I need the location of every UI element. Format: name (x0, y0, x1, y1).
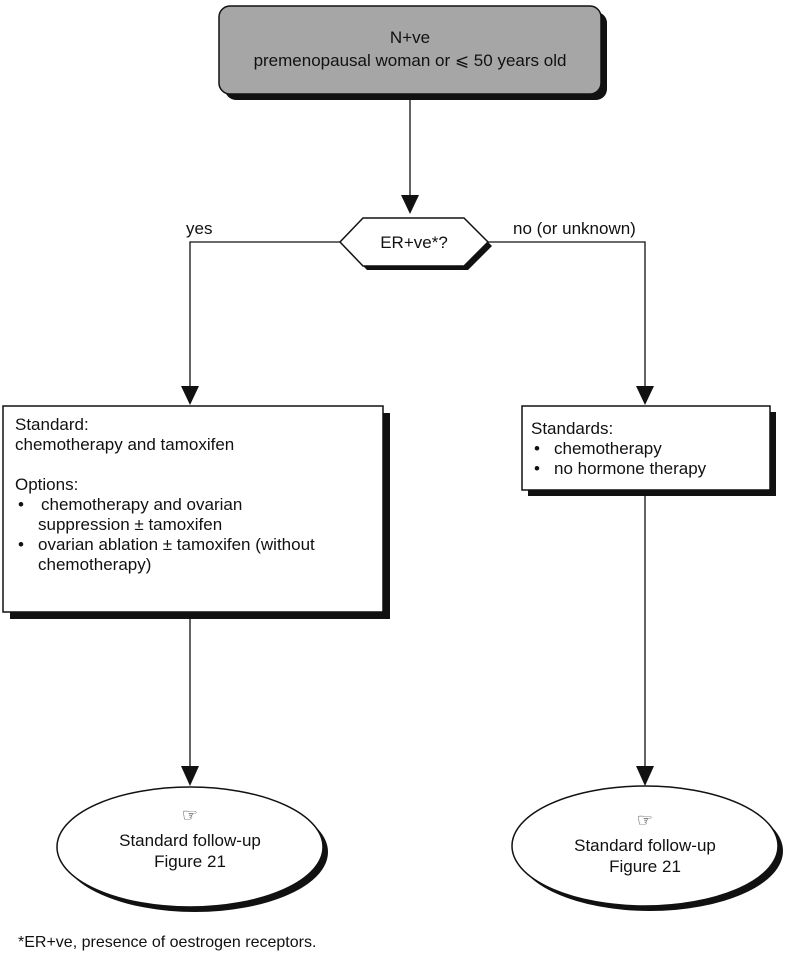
left-box (2, 405, 384, 613)
standard-item-text: no hormone therapy (554, 459, 707, 478)
connector-no-branch (488, 241, 646, 388)
bullet-icon: • (534, 459, 540, 478)
left-box-content: Standard: chemotherapy and tamoxifen Opt… (15, 415, 375, 575)
arrowhead-left-end (181, 766, 199, 786)
pointing-hand-icon: ☞ (637, 810, 653, 831)
arrowhead-decision (401, 195, 419, 214)
yes-label: yes (186, 219, 212, 238)
right-end-line-2: Figure 21 (609, 857, 681, 876)
left-end-line-1: Standard follow-up (119, 831, 261, 850)
decision-node: ER+ve*? (338, 217, 492, 270)
arrowhead-left-box (181, 386, 199, 405)
right-box (521, 405, 771, 491)
bullet-icon: • (18, 535, 24, 554)
pointing-hand-icon: ☞ (182, 805, 198, 826)
option-item: • ovarian ablation ± tamoxifen (without … (15, 535, 375, 575)
standards-heading: Standards: (531, 419, 614, 438)
left-end-line-2: Figure 21 (154, 852, 226, 871)
start-line-2: premenopausal woman or ⩽ 50 years old (254, 51, 567, 70)
right-end-shape (511, 785, 779, 907)
standard-item-text: chemotherapy (554, 439, 662, 458)
start-node: N+ve premenopausal woman or ⩽ 50 years o… (218, 5, 607, 100)
options-heading: Options: (15, 475, 79, 494)
option-line: chemotherapy) (38, 555, 152, 574)
option-line: chemotherapy and ovarian (41, 495, 243, 514)
connector-yes-branch (189, 241, 340, 388)
left-end-shape (56, 786, 324, 908)
bullet-icon: • (534, 439, 540, 458)
right-end-node: ☞ Standard follow-up Figure 21 (511, 785, 783, 911)
standard-item: • chemotherapy (531, 439, 763, 459)
left-end-node: ☞ Standard follow-up Figure 21 (56, 786, 328, 912)
standard-text: chemotherapy and tamoxifen (15, 435, 235, 454)
right-box-content: Standards: • chemotherapy • no hormone t… (531, 419, 763, 479)
standard-item: • no hormone therapy (531, 459, 763, 479)
option-item: • chemotherapy and ovarian suppression ±… (15, 495, 375, 535)
decision-text: ER+ve*? (380, 233, 448, 252)
option-line: ovarian ablation ± tamoxifen (without (38, 535, 315, 554)
standard-heading: Standard: (15, 415, 89, 434)
no-label: no (or unknown) (513, 219, 636, 238)
start-line-1: N+ve (390, 28, 430, 47)
option-text: chemotherapy and ovarian suppression ± t… (38, 495, 375, 535)
arrowhead-right-box (636, 386, 654, 405)
start-node-box (218, 5, 602, 95)
arrowhead-right-end (636, 766, 654, 786)
option-line: suppression ± tamoxifen (38, 515, 223, 534)
option-text: ovarian ablation ± tamoxifen (without ch… (38, 535, 375, 575)
bullet-icon: • (18, 495, 24, 514)
right-end-line-1: Standard follow-up (574, 836, 716, 855)
footnote: *ER+ve, presence of oestrogen receptors. (18, 934, 317, 951)
